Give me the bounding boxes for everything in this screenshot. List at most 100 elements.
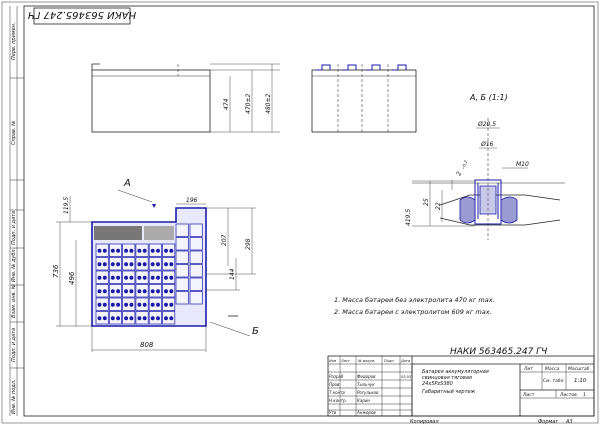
- cell-terminal-icon: [124, 275, 129, 280]
- dim-d205: Ø20,5: [477, 121, 496, 128]
- cell-terminal-icon: [137, 275, 142, 280]
- copied-label: Копировал: [410, 419, 439, 425]
- cell-terminal-icon: [129, 316, 134, 321]
- battery-cell: [175, 291, 189, 305]
- dim-144: 144: [229, 268, 236, 280]
- title-name-1: Батарея аккумуляторная: [422, 369, 489, 375]
- cell-terminal-icon: [110, 248, 115, 253]
- side-view: [311, 64, 417, 133]
- cell-terminal-icon: [129, 302, 134, 307]
- cell-terminal-icon: [156, 302, 160, 307]
- cell-terminal-icon: [164, 275, 168, 280]
- cell-terminal-icon: [150, 302, 155, 307]
- cell-grid: [95, 223, 203, 325]
- battery-cell: [175, 223, 189, 237]
- battery-cell: [175, 250, 189, 264]
- battery-cell: [189, 291, 203, 305]
- battery-cell: [162, 257, 176, 271]
- cell-terminal-icon: [110, 302, 115, 307]
- top-stamp: НАКИ 563465.247 ГЧ: [28, 9, 136, 20]
- svg-text:Утв: Утв: [329, 410, 337, 415]
- cell-terminal-icon: [102, 289, 107, 294]
- svg-text:Анжеров: Анжеров: [356, 410, 376, 415]
- svg-text:Т.контр: Т.контр: [329, 390, 346, 395]
- dim-470: 470±2: [245, 94, 252, 114]
- battery-cell: [108, 297, 122, 311]
- dim-v25: 25: [423, 198, 430, 206]
- svg-text:№ докум.: № докум.: [357, 359, 375, 363]
- title-name-2: свинцовая тяговая: [422, 375, 472, 381]
- cell-terminal-icon: [102, 275, 107, 280]
- cell-terminal-icon: [156, 316, 160, 321]
- title-name-3: 24х5PzS380: [422, 381, 453, 387]
- battery-cell: [135, 311, 149, 325]
- battery-cell: [162, 270, 176, 284]
- svg-text:Федоров: Федоров: [357, 374, 376, 379]
- dim-736: 736: [52, 264, 60, 278]
- dim-v2: 2: [455, 171, 463, 177]
- cell-terminal-icon: [97, 275, 102, 280]
- cell-terminal-icon: [142, 302, 147, 307]
- svg-text:Изм: Изм: [329, 359, 336, 363]
- dim-808: 808: [140, 341, 154, 349]
- front-view: [91, 63, 280, 133]
- battery-cell: [95, 243, 109, 257]
- cell-terminal-icon: [137, 302, 142, 307]
- battery-cell: [95, 311, 109, 325]
- cell-terminal-icon: [156, 248, 160, 253]
- cell-terminal-icon: [156, 289, 160, 294]
- battery-cell: [95, 270, 109, 284]
- battery-cell: [162, 297, 176, 311]
- cell-terminal-icon: [142, 262, 147, 267]
- title-sheets: Листов: [559, 392, 577, 398]
- cell-terminal-icon: [150, 275, 155, 280]
- svg-text:Н.контр: Н.контр: [329, 398, 346, 403]
- dim-v2tol: −0,2: [460, 159, 468, 170]
- svg-text:Тыльчук: Тыльчук: [357, 382, 375, 387]
- cell-terminal-icon: [150, 316, 155, 321]
- cell-terminal-icon: [102, 262, 107, 267]
- cell-terminal-icon: [102, 248, 107, 253]
- battery-cell: [189, 250, 203, 264]
- battery-cell: [122, 284, 136, 298]
- title-sheet: Лист: [522, 392, 535, 398]
- svg-text:Карин: Карин: [357, 398, 370, 403]
- cell-terminal-icon: [137, 316, 142, 321]
- cell-terminal-icon: [137, 289, 142, 294]
- battery-cell: [148, 297, 162, 311]
- cell-terminal-icon: [116, 262, 121, 267]
- label-b: Б: [252, 326, 259, 337]
- title-sheets-val: 1: [583, 392, 586, 398]
- dim-v22: 22: [435, 202, 442, 210]
- cell-terminal-icon: [156, 275, 160, 280]
- cell-terminal-icon: [169, 316, 174, 321]
- cell-terminal-icon: [142, 316, 147, 321]
- battery-cell: [189, 277, 203, 291]
- cell-terminal-icon: [97, 289, 102, 294]
- battery-cell: [95, 257, 109, 271]
- battery-cell: [148, 284, 162, 298]
- svg-text:Подп. и дата: Подп. и дата: [11, 328, 17, 362]
- top-stamp-box: [33, 7, 131, 25]
- battery-cell: [175, 277, 189, 291]
- cell-terminal-icon: [102, 302, 107, 307]
- cell-terminal-icon: [124, 316, 129, 321]
- svg-text:Дата: Дата: [400, 359, 410, 363]
- cell-terminal-icon: [156, 262, 160, 267]
- dim-v4195: 419,5: [405, 209, 412, 226]
- title-block: [327, 355, 595, 417]
- cell-terminal-icon: [142, 275, 147, 280]
- svg-text:Подп. и дата: Подп. и дата: [11, 211, 17, 245]
- cell-terminal-icon: [116, 316, 121, 321]
- cell-terminal-icon: [169, 302, 174, 307]
- cell-terminal-icon: [137, 248, 142, 253]
- cell-terminal-icon: [169, 262, 174, 267]
- battery-cell: [162, 243, 176, 257]
- format-label: Формат: [538, 419, 559, 425]
- cell-terminal-icon: [97, 302, 102, 307]
- cell-terminal-icon: [142, 289, 147, 294]
- dim-474: 474: [223, 98, 230, 110]
- svg-text:Пров: Пров: [329, 382, 340, 387]
- title-scale: 1:10: [574, 378, 587, 384]
